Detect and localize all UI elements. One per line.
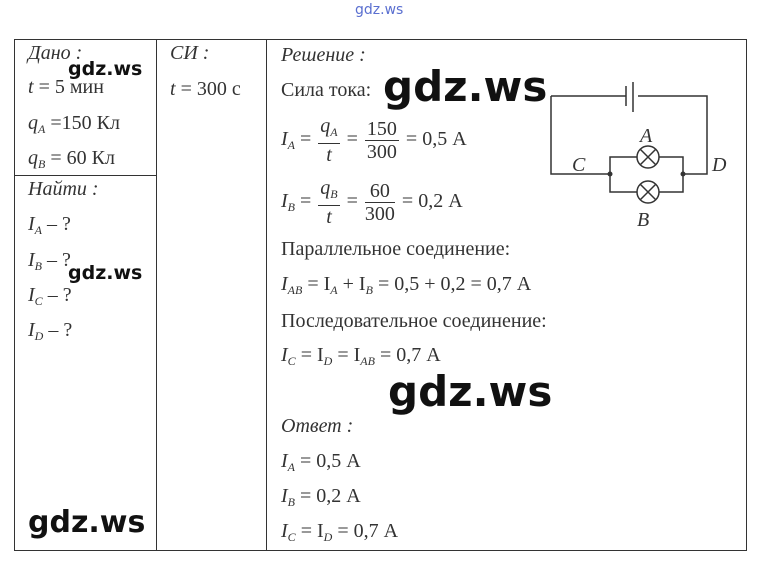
given-title: Дано : — [28, 42, 83, 64]
column-divider — [156, 39, 157, 551]
series-label: Последовательное соединение: — [281, 310, 547, 332]
given-time: t = 5 мин — [28, 76, 104, 98]
find-item: IC – ? — [28, 284, 72, 308]
answer-ib: IB = 0,2 А — [281, 485, 361, 509]
circuit-wire — [550, 95, 708, 175]
lamp-b-icon — [636, 180, 660, 204]
label-b: B — [637, 209, 649, 230]
find-item: IA – ? — [28, 213, 71, 237]
label-a: A — [638, 125, 653, 147]
given-charge-a: qA =150 Кл — [28, 112, 120, 136]
parallel-label: Параллельное соединение: — [281, 238, 511, 260]
current-label: Сила тока: — [281, 79, 372, 101]
si-title: СИ : — [170, 42, 210, 64]
given-charge-b: qB = 60 Кл — [28, 147, 115, 171]
si-time: t = 300 с — [170, 78, 241, 100]
formula-series: IC = ID = IAB = 0,7 А — [281, 344, 441, 368]
watermark: gdz.ws — [68, 58, 143, 80]
answer-ia: IA = 0,5 А — [281, 450, 361, 474]
circuit-diagram: A B C D — [550, 82, 727, 230]
column-divider — [266, 39, 267, 551]
formula-parallel: IAB = IA + IB = 0,5 + 0,2 = 0,7 А — [281, 273, 532, 297]
watermark: gdz.ws — [68, 262, 143, 284]
answer-title: Ответ : — [281, 415, 354, 437]
solution-table — [14, 39, 747, 551]
watermark: gdz.ws — [28, 505, 146, 540]
find-item: ID – ? — [28, 319, 73, 343]
label-c: C — [572, 154, 586, 176]
site-watermark-top: gdz.ws — [355, 2, 404, 18]
watermark: gdz.ws — [383, 62, 548, 111]
find-title: Найти : — [28, 178, 99, 200]
label-d: D — [711, 154, 727, 176]
row-divider — [14, 175, 157, 176]
watermark: gdz.ws — [388, 367, 553, 416]
lamp-a-icon — [636, 145, 660, 169]
answer-ic-id: IC = ID = 0,7 А — [281, 520, 399, 544]
find-item: IB – ? — [28, 249, 71, 273]
solution-title: Решение : — [281, 44, 366, 66]
parallel-wires — [609, 156, 684, 193]
